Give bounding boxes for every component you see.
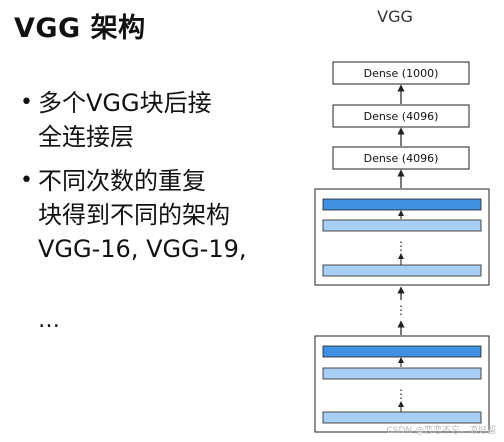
bullet-line: 块得到不同的架构	[38, 201, 230, 229]
bullet-dot: •	[20, 168, 33, 193]
dense-layer-label: Dense (4096)	[364, 110, 439, 123]
dense-layer-4096-top: Dense (4096)	[332, 104, 470, 128]
bullet-item: • 不同次数的重复 块得到不同的架构 VGG-16, VGG-19,	[18, 164, 288, 266]
dense-layer-4096-bottom: Dense (4096)	[332, 146, 470, 170]
conv-layer	[322, 198, 482, 211]
bullet-line: 多个VGG块后接	[38, 89, 212, 117]
conv-layer	[322, 411, 482, 424]
conv-layer	[322, 367, 482, 380]
conv-layer	[322, 219, 482, 232]
diagram-label: VGG	[377, 7, 413, 26]
bullet-ellipsis: …	[38, 308, 64, 333]
dense-layer-1000: Dense (1000)	[332, 61, 470, 85]
vgg-block-top: ⋮	[314, 188, 490, 286]
bullet-list: • 多个VGG块后接 全连接层 • 不同次数的重复 块得到不同的架构 VGG-1…	[18, 86, 288, 276]
slide-title: VGG 架构	[14, 13, 146, 44]
ellipsis-icon: ⋮	[395, 387, 407, 401]
bullet-dot: •	[20, 90, 33, 115]
dense-layer-label: Dense (4096)	[364, 152, 439, 165]
vgg-block-bottom: ⋮	[314, 335, 490, 433]
ellipsis-icon: ⋮	[395, 303, 407, 317]
bullet-line: 不同次数的重复	[38, 167, 206, 195]
watermark: CSDN @恋恋不忘，凉好留	[386, 426, 496, 436]
bullet-line: 全连接层	[38, 123, 134, 151]
conv-layer	[322, 345, 482, 358]
conv-layer	[322, 264, 482, 277]
dense-layer-label: Dense (1000)	[364, 67, 439, 80]
bullet-item: • 多个VGG块后接 全连接层	[18, 86, 288, 154]
ellipsis-icon: ⋮	[395, 239, 407, 253]
bullet-line: VGG-16, VGG-19,	[38, 235, 247, 263]
